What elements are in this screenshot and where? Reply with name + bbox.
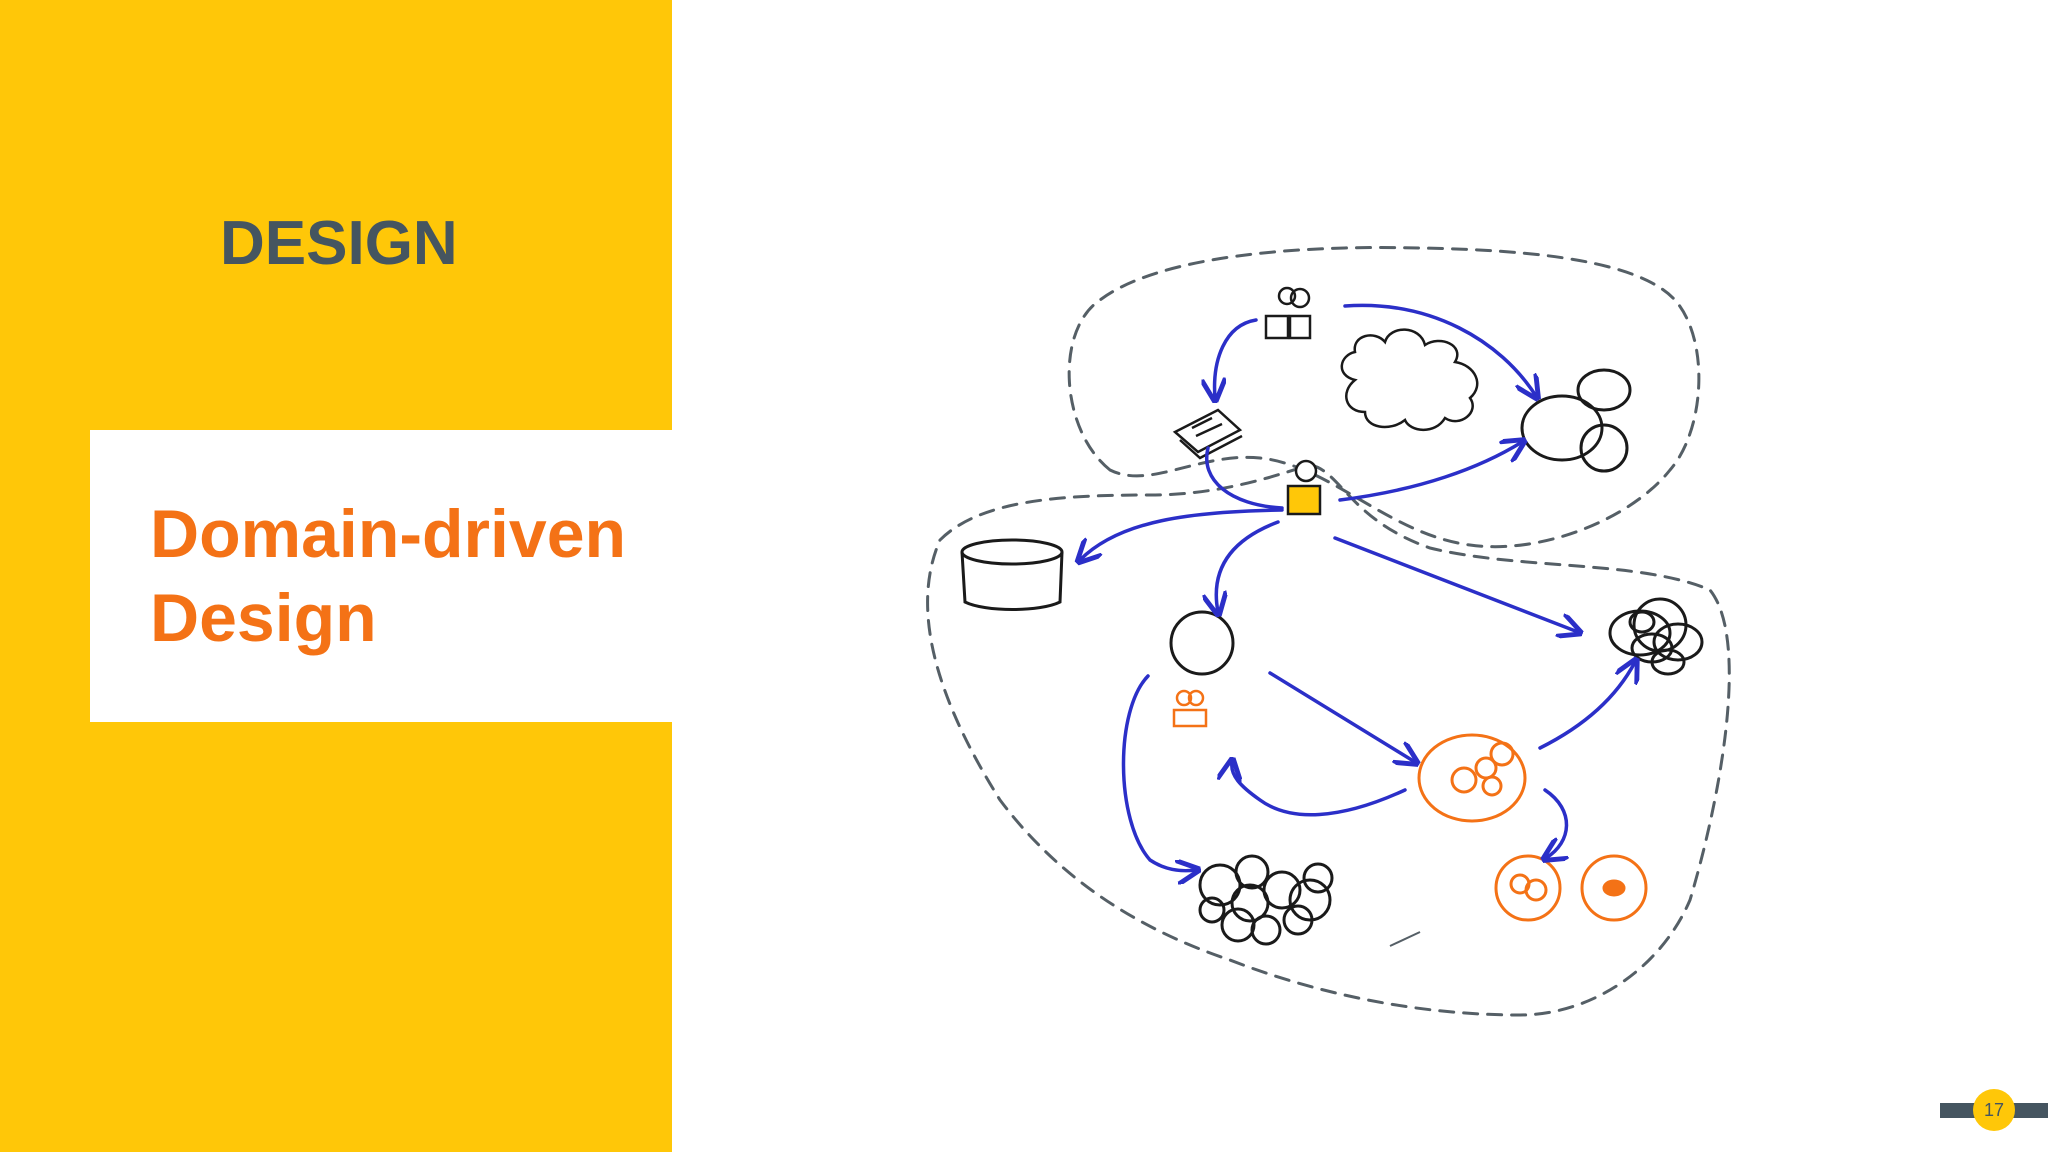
crowd-icon [1198,854,1334,946]
arrow-people-to-crowd [1121,674,1196,871]
cloud-icon [1340,328,1479,432]
upper-boundary-outline [1067,246,1701,549]
arrow-book-to-person [1205,446,1284,510]
person-icon [1286,459,1322,516]
tangled-scribble-icon [1608,597,1704,676]
slide-title: Domain-driven Design [150,492,626,660]
entity-circle [1169,610,1235,676]
stray-stroke [1389,931,1421,947]
arrow-person-to-bubbles [1338,442,1522,502]
aggregate-icon [1417,733,1527,823]
database-icon [960,538,1064,611]
title-box: Domain-driven Design [90,430,672,722]
section-label: DESIGN [220,209,458,278]
arrow-person-to-entity [1216,520,1280,612]
arrow-person-to-database [1080,508,1284,560]
orange-entity-pair [1494,854,1648,922]
arrow-person-to-scribble [1333,536,1578,632]
arrow-entity-to-aggregate [1268,671,1415,762]
arrow-people-to-bubbles [1343,303,1536,396]
people-icon [1264,286,1312,340]
arrow-aggregate-to-scribble [1538,662,1635,750]
arrow-aggregate-to-orange-pair [1545,788,1567,858]
relationship-arrows [1080,303,1635,871]
small-people-icon [1172,689,1208,728]
arrow-people-to-book [1215,318,1258,398]
book-icon [1172,408,1243,460]
bubble-cluster-icon [1520,368,1632,473]
page-number: 17 [1973,1089,2015,1131]
slide-title-line-2: Design [150,580,377,656]
slide-title-line-1: Domain-driven [150,496,627,572]
lower-boundary-outline [926,463,1731,1017]
arrow-aggregate-to-people [1232,762,1407,817]
